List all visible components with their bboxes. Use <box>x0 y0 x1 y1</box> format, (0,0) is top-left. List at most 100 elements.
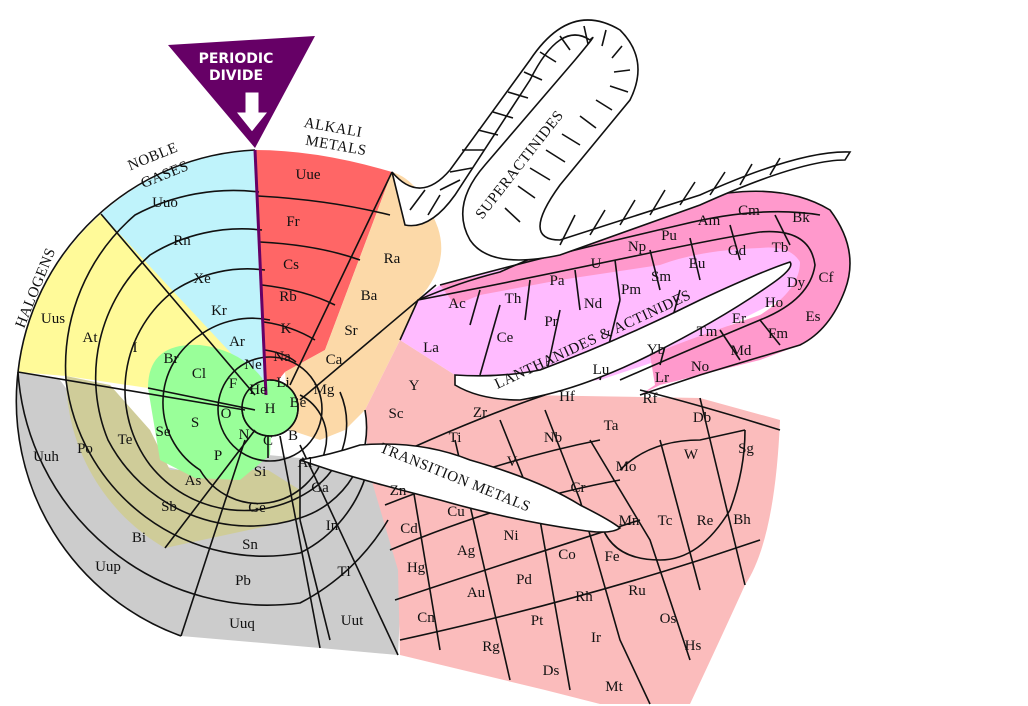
divide-label-line1: PERIODIC <box>199 51 274 67</box>
element-Co: Co <box>558 547 576 563</box>
element-Bk: Bk <box>792 210 810 226</box>
element-Zn: Zn <box>390 483 407 499</box>
element-O: O <box>221 406 232 422</box>
element-Cs: Cs <box>283 257 299 273</box>
element-Er: Er <box>732 311 746 327</box>
element-Ru: Ru <box>628 583 646 599</box>
element-Sm: Sm <box>651 269 671 285</box>
gaps <box>299 261 792 533</box>
element-Uuq: Uuq <box>229 616 255 632</box>
element-Tc: Tc <box>658 513 673 529</box>
element-Cf: Cf <box>819 270 834 286</box>
element-Y: Y <box>409 378 420 394</box>
alkali-region <box>255 150 392 395</box>
element-Pm: Pm <box>621 282 641 298</box>
element-Pr: Pr <box>544 314 557 330</box>
arrow-down-icon <box>234 91 270 133</box>
element-Rf: Rf <box>643 391 658 407</box>
element-I: I <box>133 340 138 356</box>
element-Hg: Hg <box>407 560 426 576</box>
element-Yb: Yb <box>647 342 665 358</box>
element-Rh: Rh <box>575 589 593 605</box>
element-Ca: Ca <box>326 352 343 368</box>
element-Ac: Ac <box>448 296 466 312</box>
element-F: F <box>229 376 237 392</box>
element-Gd: Gd <box>728 243 747 259</box>
actinides-region <box>440 191 850 395</box>
element-Db: Db <box>693 410 711 426</box>
element-As: As <box>185 473 202 489</box>
element-Ne: Ne <box>244 357 262 373</box>
element-Tb: Tb <box>772 240 789 256</box>
element-Cn: Cn <box>417 610 435 626</box>
element-Br: Br <box>164 351 179 367</box>
superactinides-ribbon <box>391 19 852 261</box>
element-Se: Se <box>156 424 171 440</box>
element-Nd: Nd <box>584 296 603 312</box>
element-Uup: Uup <box>95 559 121 575</box>
element-Rn: Rn <box>173 233 191 249</box>
element-Ds: Ds <box>543 663 560 679</box>
element-Sn: Sn <box>242 537 258 553</box>
element-Po: Po <box>77 441 93 457</box>
element-Sg: Sg <box>738 441 754 457</box>
element-Cd: Cd <box>400 521 418 537</box>
element-Ge: Ge <box>248 500 266 516</box>
element-Uut: Uut <box>341 613 364 629</box>
element-No: No <box>691 359 709 375</box>
alkaline-earth-region <box>285 172 442 440</box>
element-Fm: Fm <box>768 326 788 342</box>
element-Ho: Ho <box>765 295 783 311</box>
element-Lr: Lr <box>655 370 669 386</box>
element-N: N <box>239 427 250 443</box>
element-Uus: Uus <box>41 311 65 327</box>
element-W: W <box>684 447 699 463</box>
element-Re: Re <box>697 513 714 529</box>
element-Pd: Pd <box>516 572 532 588</box>
element-Ar: Ar <box>229 334 245 350</box>
element-U: U <box>591 256 602 272</box>
element-Cm: Cm <box>738 203 760 219</box>
element-Au: Au <box>467 585 486 601</box>
element-Ga: Ga <box>311 480 329 496</box>
metalloids-region <box>65 376 300 548</box>
element-Lu: Lu <box>593 362 610 378</box>
element-Mt: Mt <box>605 679 623 695</box>
element-Hf: Hf <box>559 389 575 405</box>
element-Tl: Tl <box>337 564 350 580</box>
element-Ce: Ce <box>497 330 514 346</box>
lanthanides-region <box>400 210 820 385</box>
element-Md: Md <box>731 343 752 359</box>
element-Pt: Pt <box>531 613 544 629</box>
periodic-divide-marker: PERIODIC DIVIDE <box>168 36 315 396</box>
element-Es: Es <box>806 309 821 325</box>
element-symbols: H He Li Be B C N O F Ne Na Mg Al Si P S … <box>33 167 833 695</box>
element-Dy: Dy <box>787 275 806 291</box>
element-S: S <box>191 415 199 431</box>
element-Ra: Ra <box>384 251 401 267</box>
element-Xe: Xe <box>193 271 211 287</box>
element-La: La <box>423 340 439 356</box>
element-Cr: Cr <box>571 480 586 496</box>
element-At: At <box>83 330 99 346</box>
element-Ba: Ba <box>361 288 378 304</box>
element-Am: Am <box>698 213 721 229</box>
element-Pa: Pa <box>550 273 565 289</box>
element-Si: Si <box>254 464 267 480</box>
element-Na: Na <box>273 349 291 365</box>
element-In: In <box>326 518 339 534</box>
element-Cu: Cu <box>447 504 465 520</box>
element-Th: Th <box>505 291 522 307</box>
element-Tm: Tm <box>697 324 718 340</box>
element-Mn: Mn <box>619 513 640 529</box>
element-Eu: Eu <box>689 256 706 272</box>
element-He: He <box>249 382 267 398</box>
element-Rb: Rb <box>279 289 297 305</box>
element-Li: Li <box>276 375 289 391</box>
element-Ni: Ni <box>504 528 519 544</box>
element-Te: Te <box>118 432 133 448</box>
element-Bi: Bi <box>132 530 146 546</box>
element-B: B <box>288 428 298 444</box>
element-Uue: Uue <box>296 167 321 183</box>
